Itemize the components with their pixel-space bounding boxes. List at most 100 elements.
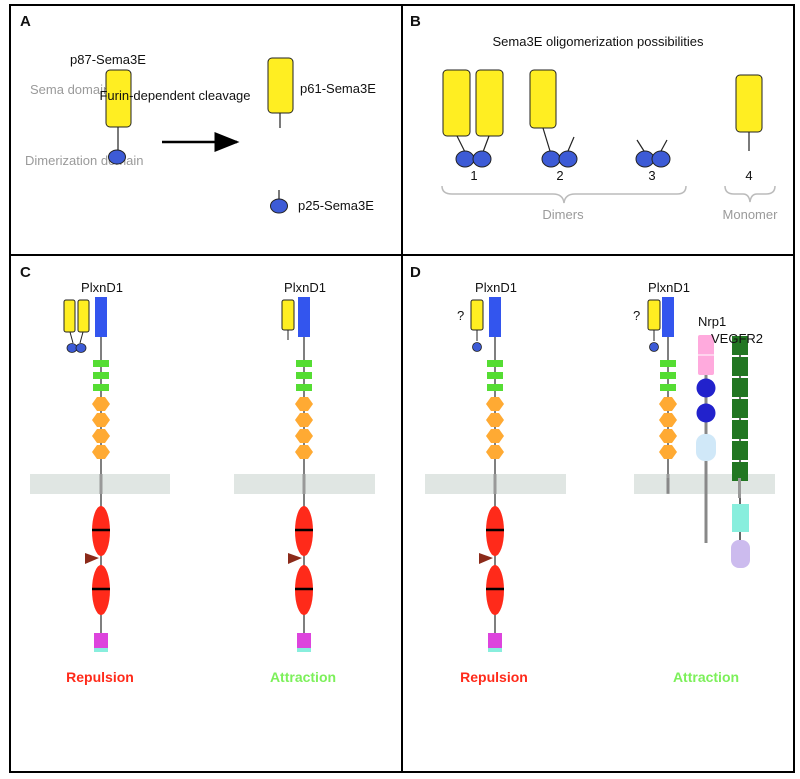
ligand-sema	[470, 299, 484, 331]
oligomer-4-sema	[735, 74, 763, 133]
oligomer-2-tail	[567, 136, 575, 152]
oligomer-2-number: 2	[556, 168, 563, 183]
plexind1-label: PlxnD1	[475, 280, 517, 295]
question-mark-left: ?	[457, 308, 464, 323]
vegfr2-ig-domain	[732, 357, 748, 376]
plexind1-label: PlxnD1	[284, 280, 326, 295]
p87-label: p87-Sema3E	[70, 52, 146, 67]
sema-domain-label-line1: Sema domain	[30, 82, 110, 97]
oligomer-1-sema-left	[442, 69, 471, 137]
plexin-ipt-domain	[486, 413, 504, 427]
p25-dimer-ball	[270, 198, 288, 214]
vegfr2-coreceptor: VEGFR2	[711, 331, 763, 568]
oligomer-1-sema-right	[475, 69, 504, 137]
oligomer-4: 4	[735, 74, 763, 183]
plexin-rbd-arrowhead	[479, 553, 493, 564]
ligand-ball	[649, 342, 659, 352]
sema3e-p87-ligand	[647, 299, 661, 352]
plexin-psi-domain	[93, 360, 109, 367]
sema-domain-label: Sema domain	[30, 82, 110, 97]
panel-c-letter: C	[20, 264, 31, 281]
ligand-sema-left	[63, 299, 76, 333]
plexin-ipt-domain	[295, 413, 313, 427]
p61-sema-domain	[267, 57, 294, 114]
oligomer-1-linker-right	[482, 135, 490, 153]
plexin-c-terminal-tail	[94, 648, 108, 652]
plexin-psi-domain	[487, 360, 503, 367]
nrp1-coreceptor: Nrp1	[696, 314, 726, 543]
panel-a-letter: A	[20, 13, 31, 30]
plexin-transmembrane	[302, 474, 306, 494]
ligand-ball-left	[66, 343, 78, 353]
panel-b-letter: B	[410, 13, 421, 30]
dimers-brace	[441, 185, 687, 204]
oligomer-1: 1	[442, 69, 504, 183]
oligomer-2-ball-left	[541, 150, 561, 168]
plexin-psi-domain	[93, 384, 109, 391]
panel-b-title: Sema3E oligomerization possibilities	[493, 34, 704, 49]
nrp1-b2-domain	[696, 403, 716, 423]
panel-d-attraction: Attraction	[673, 669, 739, 685]
monomer-brace	[724, 185, 776, 203]
panel-d: D PlxnD1 PlxnD1 ? ? Nrp1	[410, 264, 775, 685]
vegfr2-ig-domain	[732, 336, 748, 355]
oligomer-2: 2	[529, 69, 578, 183]
sema3e-p61-ligand	[281, 299, 295, 340]
ligand-ball	[472, 342, 482, 352]
plexin-psi-domain	[660, 384, 676, 391]
plexin-sema-domain	[298, 297, 310, 337]
plexin-c-terminal	[297, 633, 311, 648]
plexind1-receptor: PlxnD1	[284, 280, 326, 652]
plexin-rbd-arrowhead	[288, 553, 302, 564]
oligomer-2-linker	[542, 127, 551, 152]
plexin-ipt-domain	[295, 429, 313, 443]
cleavage-label: Furin-dependent cleavage	[99, 88, 250, 103]
plexin-psi-domain	[487, 384, 503, 391]
sema3e-dimer-ligand	[63, 299, 90, 353]
plexin-ipt-domain	[659, 445, 677, 459]
vegfr2-ig-domain	[732, 441, 748, 460]
sema3e-p87-ligand	[470, 299, 484, 352]
vegfr2-label: VEGFR2	[711, 331, 763, 346]
oligomer-4-number: 4	[745, 168, 752, 183]
vegfr2-ig-domain	[732, 378, 748, 397]
nrp1-b1-domain	[696, 378, 716, 398]
plexin-psi-domain	[487, 372, 503, 379]
plexin-psi-domain	[93, 372, 109, 379]
vegfr2-juxtamembrane	[732, 504, 749, 532]
panel-d-letter: D	[410, 264, 421, 281]
plexind1-receptor: PlxnD1	[648, 280, 690, 494]
dimers-label: Dimers	[542, 207, 584, 222]
plexin-ipt-domain	[659, 429, 677, 443]
nrp1-label: Nrp1	[698, 314, 726, 329]
plexin-ipt-domain	[486, 445, 504, 459]
panel-a: A p87-Sema3E Sema domain Dimerization do…	[20, 13, 376, 214]
oligomer-3-ball-right	[651, 150, 671, 168]
vegfr2-ig-domain	[732, 399, 748, 418]
plexin-ipt-domain	[295, 445, 313, 459]
plexin-ipt-domain	[92, 429, 110, 443]
plexin-ipt-domain	[486, 429, 504, 443]
oligomer-2-ball-right	[558, 150, 578, 168]
plexin-ipt-domain	[295, 397, 313, 411]
oligomer-3: 3	[635, 139, 671, 183]
plexin-ipt-domain	[92, 397, 110, 411]
plexin-c-terminal	[488, 633, 502, 648]
ligand-sema	[281, 299, 295, 331]
plexin-ipt-domain	[659, 413, 677, 427]
plexin-ipt-domain	[659, 397, 677, 411]
plexin-rbd-arrowhead	[85, 553, 99, 564]
vegfr2-ig-domain	[732, 420, 748, 439]
ligand-linker-right	[79, 331, 84, 344]
plexin-psi-domain	[296, 384, 312, 391]
plexind1-receptor: PlxnD1	[475, 280, 517, 652]
vegfr2-kinase-domain	[731, 540, 750, 568]
panel-c-repulsion: Repulsion	[66, 669, 134, 685]
oligomer-2-sema	[529, 69, 557, 129]
plexin-c-terminal-tail	[297, 648, 311, 652]
ligand-linker-left	[69, 331, 74, 344]
nrp1-mam-domain	[696, 434, 716, 461]
plexin-sema-domain	[489, 297, 501, 337]
oligomer-1-ball-right	[472, 150, 492, 168]
oligomer-3-tail-left	[636, 139, 645, 152]
